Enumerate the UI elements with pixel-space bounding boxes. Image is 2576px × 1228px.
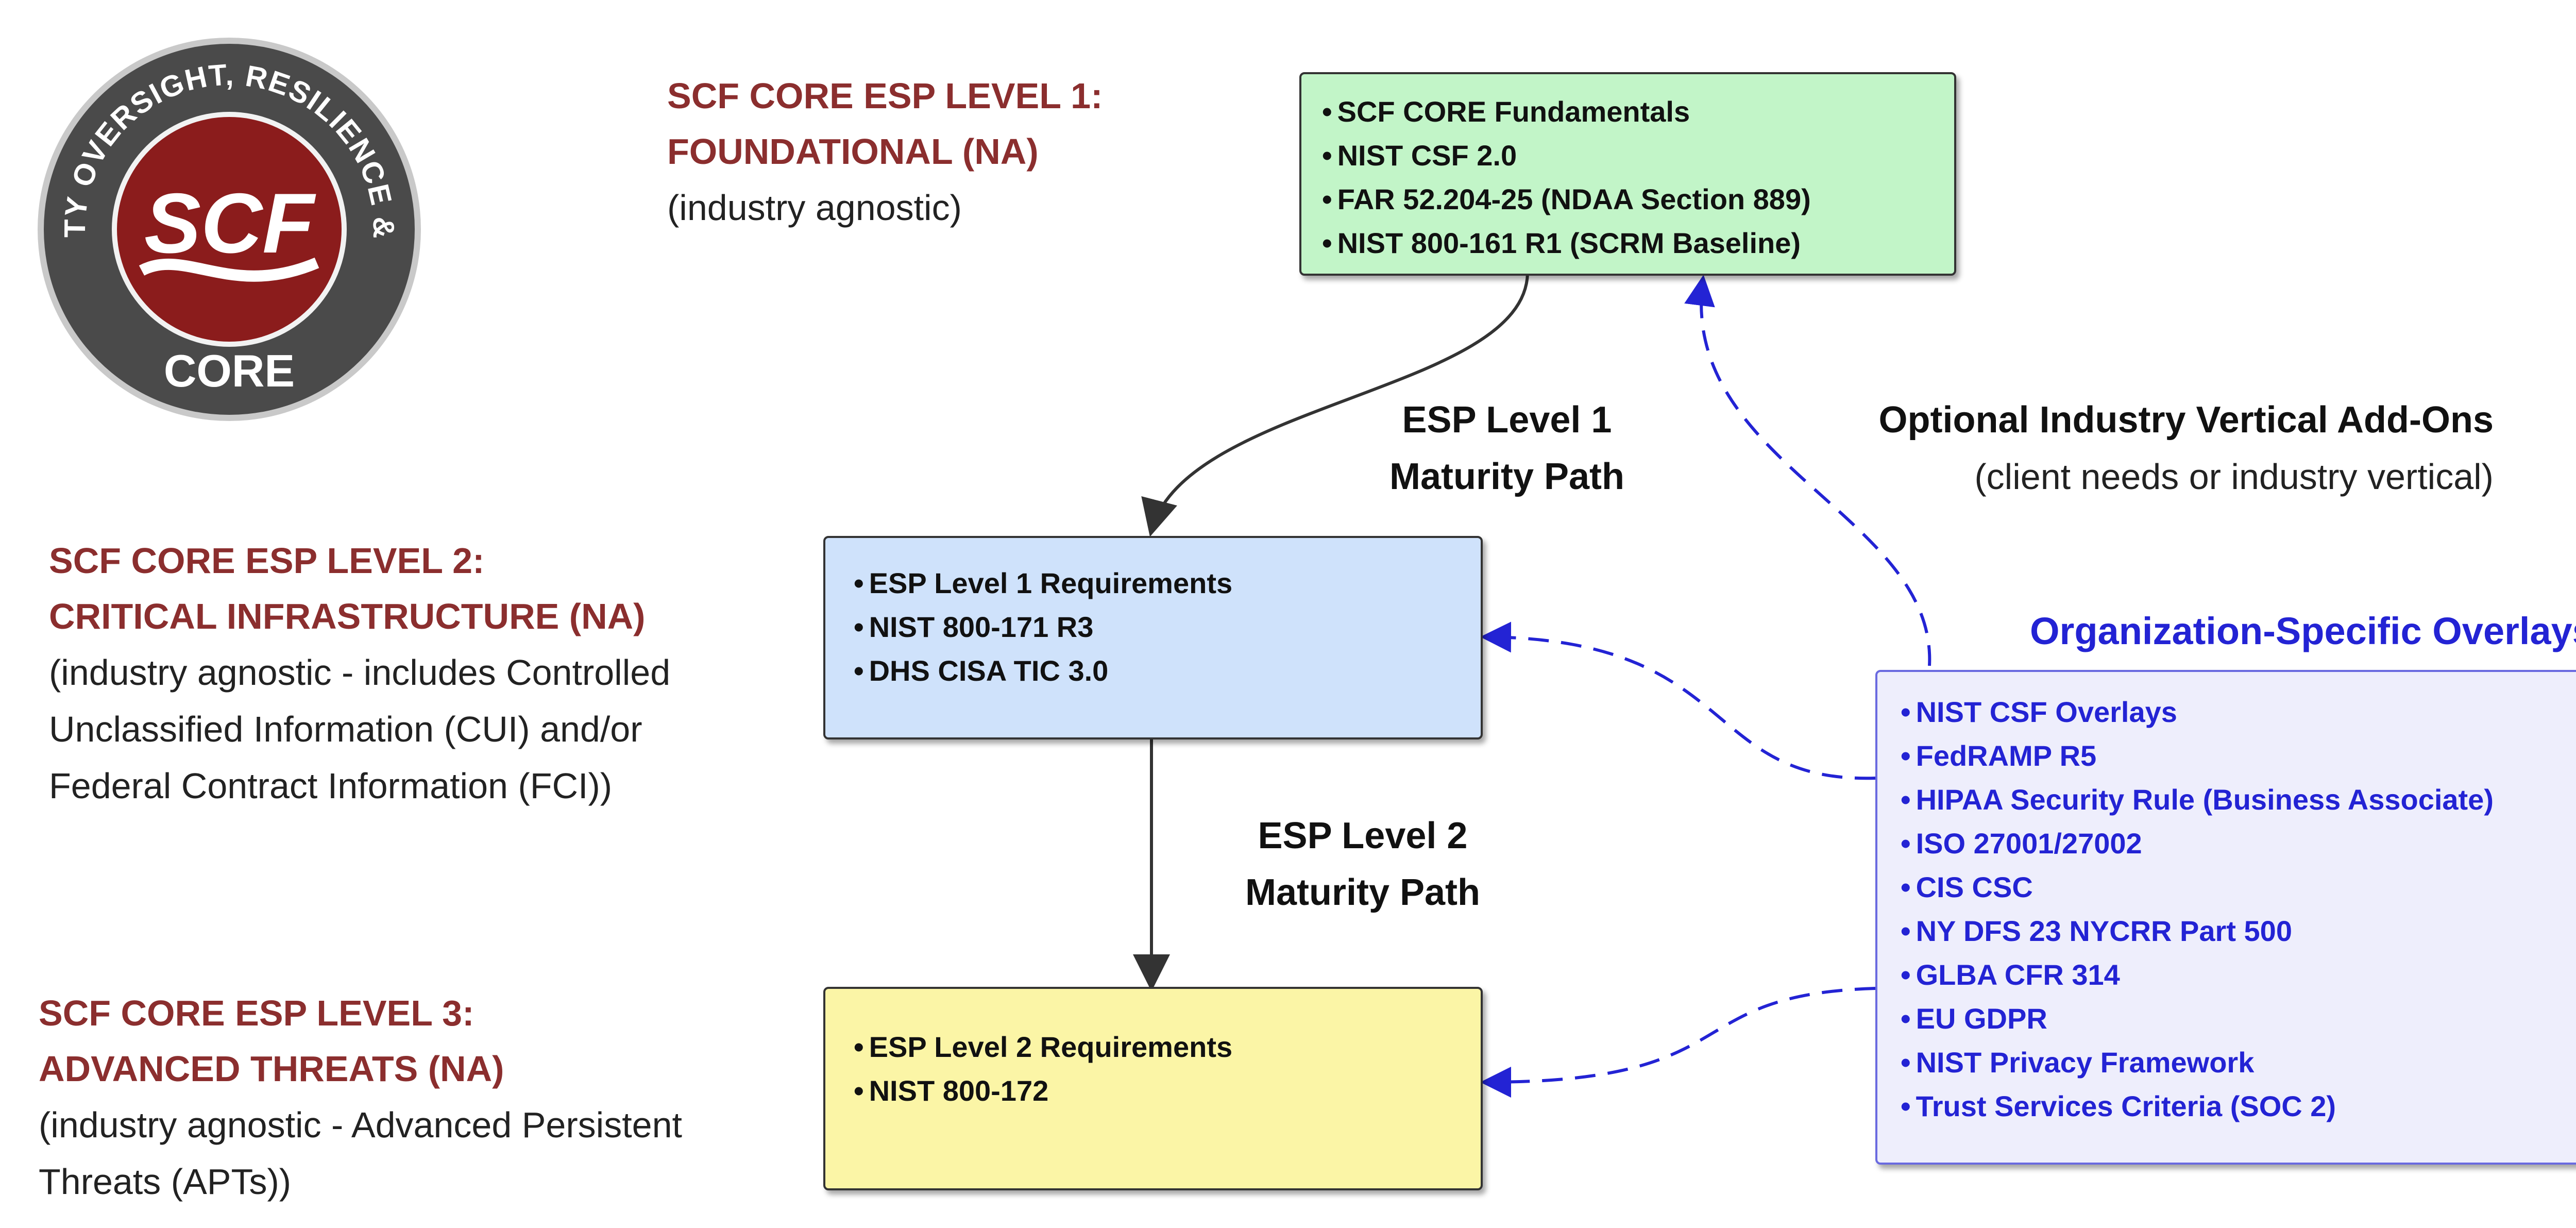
level-2-box: ESP Level 1 Requirements NIST 800-171 R3… — [823, 536, 1483, 739]
level-3-subtitle-line-2: Threats (APTs)) — [39, 1162, 292, 1202]
overlay-to-level-2-arrow — [1480, 621, 1876, 780]
level-1-subtitle: (industry agnostic) — [667, 188, 962, 228]
overlay-item: GLBA CFR 314 — [1901, 953, 2576, 997]
overlay-item: Trust Services Criteria (SOC 2) — [1901, 1084, 2576, 1128]
level-3-box: ESP Level 2 Requirements NIST 800-172 — [823, 987, 1483, 1190]
level-1-path-line-2: Maturity Path — [1389, 456, 1625, 497]
level-3-title-line-2: ADVANCED THREATS (NA) — [39, 1049, 504, 1089]
level-1-label: SCF CORE ESP LEVEL 1: FOUNDATIONAL (NA) … — [667, 68, 1103, 236]
overlay-to-level-3-arrow — [1480, 987, 1876, 1098]
logo-bottom-text: CORE — [164, 345, 295, 396]
overlays-box: NIST CSF Overlays FedRAMP R5 HIPAA Secur… — [1875, 670, 2576, 1165]
logo-swoosh — [139, 257, 319, 282]
level-2-path-line-2: Maturity Path — [1245, 872, 1481, 913]
level-1-item: NIST CSF 2.0 — [1322, 133, 1934, 177]
level-3-title-line-1: SCF CORE ESP LEVEL 3: — [39, 993, 474, 1033]
level-1-item: SCF CORE Fundamentals — [1322, 90, 1934, 133]
level-1-title-line-2: FOUNDATIONAL (NA) — [667, 131, 1039, 172]
level-2-subtitle-line-2: Unclassified Information (CUI) and/or — [49, 709, 642, 749]
level-2-item: NIST 800-171 R3 — [854, 605, 1452, 649]
overlay-item: CIS CSC — [1901, 865, 2576, 909]
scf-core-logo: CYBERSECURITY OVERSIGHT, RESILIENCE & EN… — [36, 36, 421, 421]
level-1-item: NIST 800-161 R1 (SCRM Baseline) — [1322, 221, 1934, 265]
level-3-subtitle-line-1: (industry agnostic - Advanced Persistent — [39, 1105, 682, 1145]
level-1-title-line-1: SCF CORE ESP LEVEL 1: — [667, 76, 1103, 116]
overlays-title: Organization-Specific Overlays — [2030, 610, 2576, 652]
level-1-box: SCF CORE Fundamentals NIST CSF 2.0 FAR 5… — [1299, 72, 1956, 276]
overlay-item: EU GDPR — [1901, 997, 2576, 1040]
level-1-maturity-path-label: ESP Level 1 Maturity Path — [1342, 392, 1672, 505]
level-3-item: ESP Level 2 Requirements — [854, 1025, 1452, 1069]
optional-addons-label: Optional Industry Vertical Add-Ons (clie… — [1741, 392, 2494, 505]
level-2-maturity-path-label: ESP Level 2 Maturity Path — [1198, 808, 1528, 921]
overlay-item: ISO 27001/27002 — [1901, 821, 2576, 865]
level-1-to-level-2-arrow — [1141, 273, 1529, 537]
level-1-item: FAR 52.204-25 (NDAA Section 889) — [1322, 177, 1934, 221]
level-1-path-line-1: ESP Level 1 — [1402, 399, 1612, 441]
level-2-title-line-2: CRITICAL INFRASTRUCTURE (NA) — [49, 596, 646, 636]
level-2-subtitle-line-1: (industry agnostic - includes Controlled — [49, 652, 671, 693]
overlay-item: NY DFS 23 NYCRR Part 500 — [1901, 909, 2576, 953]
optional-addons-subtitle: (client needs or industry vertical) — [1974, 457, 2494, 497]
level-2-path-line-1: ESP Level 2 — [1258, 815, 1468, 856]
level-2-item: DHS CISA TIC 3.0 — [854, 649, 1452, 693]
overlay-item: HIPAA Security Rule (Business Associate) — [1901, 778, 2576, 821]
level-2-subtitle-line-3: Federal Contract Information (FCI)) — [49, 766, 613, 806]
logo-inner-disc — [117, 117, 342, 342]
level-2-label: SCF CORE ESP LEVEL 2: CRITICAL INFRASTRU… — [49, 533, 670, 814]
level-2-title-line-1: SCF CORE ESP LEVEL 2: — [49, 541, 485, 581]
overlay-item: NIST Privacy Framework — [1901, 1040, 2576, 1084]
logo-center-text: SCF — [144, 176, 316, 271]
overlay-item: FedRAMP R5 — [1901, 734, 2576, 778]
level-2-item: ESP Level 1 Requirements — [854, 561, 1452, 605]
overlay-item: NIST CSF Overlays — [1901, 690, 2576, 734]
level-3-label: SCF CORE ESP LEVEL 3: ADVANCED THREATS (… — [39, 985, 682, 1210]
optional-addons-title: Optional Industry Vertical Add-Ons — [1878, 399, 2494, 441]
level-3-item: NIST 800-172 — [854, 1069, 1452, 1113]
